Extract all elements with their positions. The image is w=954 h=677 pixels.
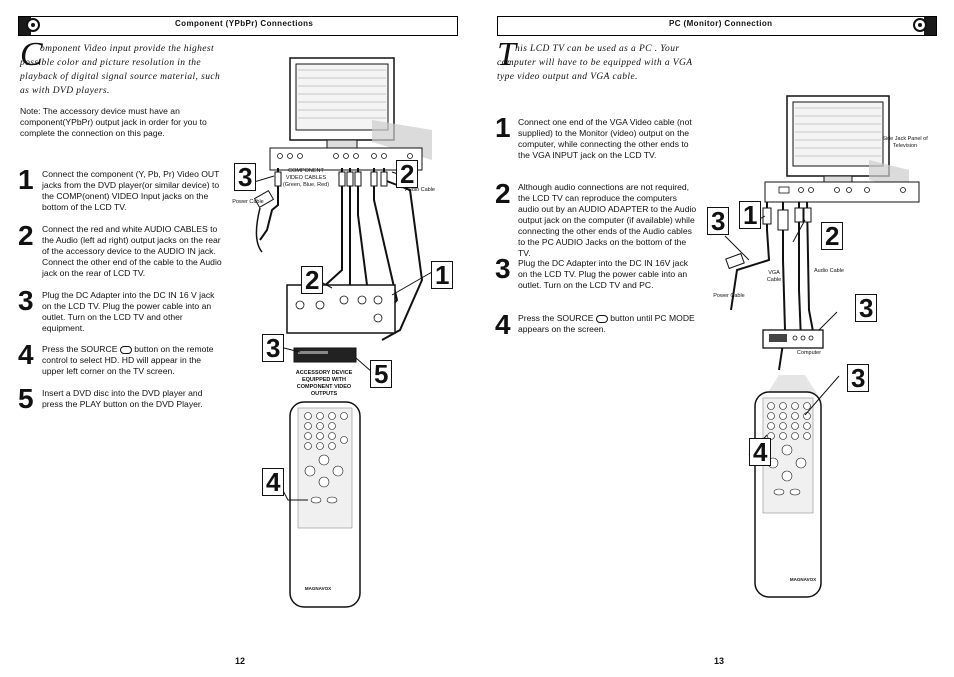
right-step-1-num: 1: [495, 112, 511, 143]
right-figure-number-1: 1: [739, 201, 762, 229]
left-note-text: The accessory device must have an compon…: [20, 106, 207, 138]
left-connection-diagram: [253, 57, 433, 608]
source-button-icon: [119, 345, 132, 354]
right-header-logo-icon: [913, 18, 927, 32]
left-caption-power-cable: Power Cable: [232, 199, 264, 205]
left-header-title: Component (YPbPr) Connections: [175, 19, 314, 28]
left-caption-audio-cable: Audio Cable: [405, 187, 435, 193]
right-figure-number-4: 4: [749, 438, 772, 466]
right-step-1-text: Connect one end of the VGA Video cable (…: [518, 117, 692, 160]
right-caption-power-cable: Power Cable: [713, 293, 745, 299]
right-caption-computer: Computer: [796, 350, 822, 356]
left-figure-number-4: 4: [262, 468, 285, 496]
left-page-number: 12: [235, 656, 246, 666]
right-figure-number-3-bottom: 3: [847, 364, 870, 392]
left-note: Note: The accessory device must have an …: [20, 106, 207, 138]
right-dropcap: T: [497, 36, 516, 73]
left-step-1-text: Connect the component (Y, Pb, Pr) Video …: [42, 169, 220, 212]
left-figure-number-3-bottom: 3: [262, 334, 285, 362]
right-caption-vga-cable: VGA Cable: [766, 270, 782, 283]
left-step-5-num: 5: [18, 383, 34, 414]
tv-jack-panel: [764, 181, 920, 203]
right-page: PC (Monitor) Connection T his LCD TV can…: [477, 0, 954, 677]
left-step-4-num: 4: [18, 339, 34, 370]
left-figure-number-2-mid: 2: [301, 266, 324, 294]
left-step-2-num: 2: [18, 220, 34, 251]
right-remote-brand: MAGNAVOX: [789, 577, 817, 582]
power-adapter: [725, 252, 745, 270]
right-step-4-text: Press the SOURCE button until PC MODE ap…: [518, 313, 695, 334]
accessory-device-panel: [286, 284, 396, 334]
left-step-3-num: 3: [18, 285, 34, 316]
dvd-player-icon: [293, 347, 357, 363]
right-figure-number-3-mid: 3: [855, 294, 878, 322]
left-page: Component (YPbPr) Connections C omponent…: [18, 16, 458, 666]
right-step-2-text: Although audio connections are not requi…: [518, 182, 697, 258]
right-figure-number-3-top: 3: [707, 207, 730, 235]
left-step-4-text: Press the SOURCE button on the remote co…: [42, 344, 214, 376]
left-intro: omponent Video input provide the highest…: [20, 44, 221, 96]
right-intro: his LCD TV can be used as a PC . Your co…: [497, 44, 693, 82]
left-remote-brand: MAGNAVOX: [304, 586, 332, 591]
right-header-bar: [497, 16, 937, 36]
left-figure-number-1: 1: [431, 261, 454, 289]
right-step-2-num: 2: [495, 178, 511, 209]
right-page-number: 13: [714, 656, 725, 666]
left-dropcap: C: [20, 36, 43, 73]
left-figure-number-3-top: 3: [234, 163, 257, 191]
right-caption-side-jack: Side Jack Panel of Television: [882, 136, 928, 149]
left-caption-accessory: ACCESSORY DEVICE EQUIPPED WITH COMPONENT…: [295, 370, 353, 397]
left-figure-number-5: 5: [370, 360, 393, 388]
right-figure-number-2: 2: [821, 222, 844, 250]
left-figure-number-2-top: 2: [396, 160, 419, 188]
left-step-1-num: 1: [18, 164, 34, 195]
left-step-2-text: Connect the red and white AUDIO CABLES t…: [42, 224, 222, 278]
left-caption-component-cables: COMPONENT VIDEO CABLES (Green, Blue, Red…: [282, 168, 330, 188]
left-step-5-text: Insert a DVD disc into the DVD player an…: [42, 388, 203, 409]
right-step-3-text: Plug the DC Adapter into the DC IN 16V j…: [518, 258, 689, 290]
left-step-3-text: Plug the DC Adapter into the DC IN 16 V …: [42, 290, 215, 333]
right-header-title: PC (Monitor) Connection: [669, 19, 773, 28]
right-step-4-num: 4: [495, 309, 511, 340]
right-caption-audio-cable: Audio Cable: [814, 268, 844, 274]
right-connection-diagram: [724, 95, 920, 598]
left-header-logo-icon: [26, 18, 40, 32]
source-button-icon: [595, 314, 608, 323]
right-step-3-num: 3: [495, 253, 511, 284]
power-adapter: [253, 189, 275, 209]
